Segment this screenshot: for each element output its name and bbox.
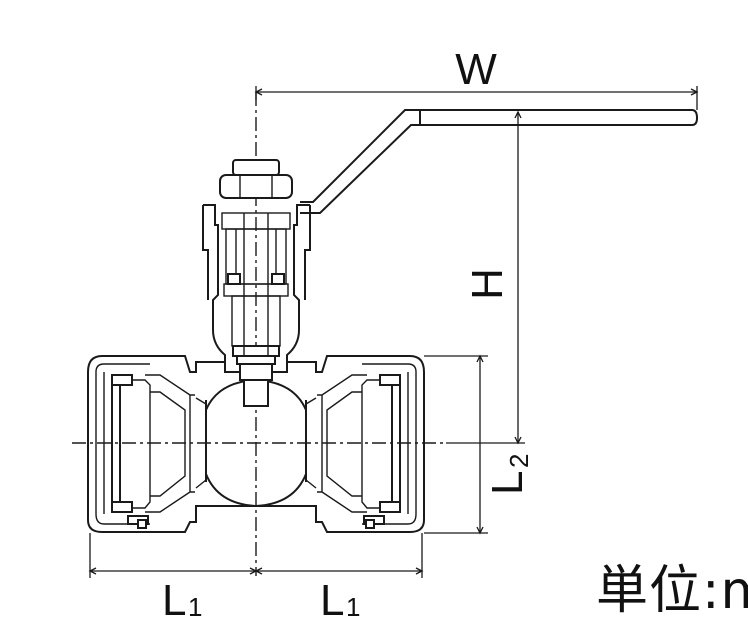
valve-ball xyxy=(189,363,323,508)
dimension-l2-label: L xyxy=(483,471,532,495)
right-socket xyxy=(317,374,401,529)
valve-bonnet xyxy=(202,204,311,365)
dimension-l1-left-label: L xyxy=(162,576,186,625)
dimension-w-label: W xyxy=(455,45,497,94)
dimension-w xyxy=(254,86,699,110)
dimension-l1-right-label: L xyxy=(320,576,344,625)
left-socket xyxy=(111,374,195,529)
dimension-l1 xyxy=(88,533,424,578)
dimension-h xyxy=(446,110,525,445)
handle-lever xyxy=(300,109,699,214)
dimension-h-label: H xyxy=(463,268,512,300)
dimension-l2 xyxy=(424,354,488,535)
dimension-l2-text: L 2 xyxy=(483,454,534,495)
dimension-l1-left-sub: 1 xyxy=(188,592,202,622)
dimension-l1-right-sub: 1 xyxy=(346,592,360,622)
stem-nut xyxy=(219,159,293,199)
unit-label: 単位:m xyxy=(596,561,748,621)
dimension-l2-sub: 2 xyxy=(504,454,534,468)
